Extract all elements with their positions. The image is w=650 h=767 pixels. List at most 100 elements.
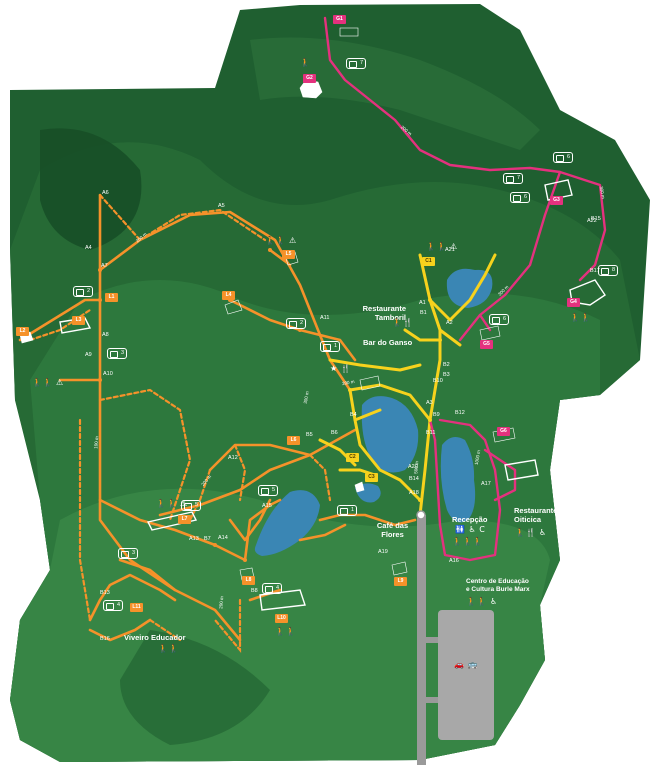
parking-connector bbox=[426, 637, 438, 703]
junction-dots bbox=[98, 248, 302, 562]
stop-tag[interactable]: 1 bbox=[320, 341, 340, 352]
trail-code: A19 bbox=[378, 549, 388, 555]
trail-code: A22 bbox=[587, 218, 597, 224]
yellow-dots bbox=[348, 298, 442, 502]
trail-code: B14 bbox=[409, 476, 419, 482]
oiticica-amenities: 🚶🍴 ♿ bbox=[515, 528, 547, 537]
trail-code: A1 bbox=[419, 300, 426, 306]
marker-c2[interactable]: C2 bbox=[346, 453, 359, 462]
trail-code: B8 bbox=[251, 588, 258, 594]
trail-code: B12 bbox=[455, 410, 465, 416]
trail-code: B16 bbox=[100, 636, 110, 642]
north-amenities: 🚶🚶 ⚠ bbox=[426, 242, 458, 251]
trail-code: B10 bbox=[433, 378, 443, 384]
trail-code: A4 bbox=[85, 245, 92, 251]
entrance-marker bbox=[416, 510, 426, 520]
stop-tag[interactable]: 5 bbox=[181, 500, 201, 511]
recepcao-amenities: 🚻 ♿ C bbox=[455, 525, 486, 534]
parking-icons: 🚗 🚌 bbox=[454, 660, 478, 669]
marker-g2[interactable]: G2 bbox=[303, 74, 316, 83]
stop-tag[interactable]: 4 bbox=[262, 583, 282, 594]
trail-code: B17 bbox=[590, 268, 600, 274]
stop-tag[interactable]: 7 bbox=[503, 173, 523, 184]
stop-tag[interactable]: 7 bbox=[346, 58, 366, 69]
terrain-band bbox=[250, 37, 540, 150]
trail-code: B15 bbox=[591, 216, 601, 222]
trail-code: A11 bbox=[320, 315, 330, 321]
trail-code: A2 bbox=[446, 320, 453, 326]
marker-c1[interactable]: C1 bbox=[422, 257, 435, 266]
marker-l2[interactable]: L2 bbox=[16, 327, 29, 336]
trail-code: A14 bbox=[218, 535, 228, 541]
stop-tag[interactable]: 1 bbox=[337, 505, 357, 516]
trail-code: B6 bbox=[331, 430, 338, 436]
marker-g1[interactable]: G1 bbox=[333, 15, 346, 24]
marker-l1[interactable]: L1 bbox=[105, 293, 118, 302]
marker-l4[interactable]: L4 bbox=[222, 291, 235, 300]
restaurante-oiticica-label: Restaurante Oiticica bbox=[514, 506, 558, 524]
marker-l9[interactable]: L9 bbox=[394, 577, 407, 586]
stop-tag[interactable]: 5 bbox=[258, 485, 278, 496]
terrain-band bbox=[120, 630, 270, 745]
trail-code: B5 bbox=[306, 432, 313, 438]
marker-l8[interactable]: L8 bbox=[242, 576, 255, 585]
marker-l7[interactable]: L7 bbox=[178, 515, 191, 524]
stop-tag[interactable]: 6 bbox=[510, 192, 530, 203]
stop-tag[interactable]: 3 bbox=[107, 348, 127, 359]
viveiro-amenities: 🚶🚶 bbox=[158, 644, 179, 653]
nw-amenities: 🚶🚶 ⚠ bbox=[265, 236, 297, 245]
marker-g4[interactable]: G4 bbox=[567, 298, 580, 307]
stop-tag[interactable]: 2 bbox=[286, 318, 306, 329]
marker-l11[interactable]: L11 bbox=[130, 603, 143, 612]
trail-code: A13 bbox=[189, 536, 199, 542]
orange-dashed-trails bbox=[28, 193, 332, 654]
park-icons: ★ 🍴 bbox=[330, 364, 352, 373]
trail-code: A10 bbox=[103, 371, 113, 377]
trail-code: B4 bbox=[350, 412, 357, 418]
lake-east bbox=[440, 436, 476, 523]
lake-central bbox=[361, 396, 419, 473]
stop-tag[interactable]: 6 bbox=[553, 152, 573, 163]
west-amenities: 🚶🚶 ⚠ bbox=[32, 378, 64, 387]
northeast-amenities: 🚶🚶 bbox=[570, 313, 591, 322]
trail-code: B3 bbox=[443, 372, 450, 378]
trail-code: A12 bbox=[228, 455, 238, 461]
stop-tag[interactable]: 2 bbox=[73, 286, 93, 297]
bottom-amenities: 🚶🚶 bbox=[275, 627, 296, 636]
trail-code: A20 bbox=[408, 464, 418, 470]
centro-amenities: 🚶🚶 ♿ bbox=[466, 597, 498, 606]
cafe-das-flores-label: Café das Flores bbox=[376, 521, 409, 539]
marker-c3[interactable]: C3 bbox=[365, 473, 378, 482]
trail-code: A8 bbox=[102, 332, 109, 338]
centro-educacao-label: Centro de Educação e Cultura Burle Marx bbox=[466, 578, 530, 593]
marker-g5[interactable]: G5 bbox=[480, 340, 493, 349]
trail-code: A18 bbox=[409, 490, 419, 496]
stop-tag[interactable]: 8 bbox=[598, 265, 618, 276]
bar-do-ganso-label: Bar do Ganso bbox=[363, 338, 413, 347]
marker-g3[interactable]: G3 bbox=[550, 196, 563, 205]
marker-l5[interactable]: L5 bbox=[282, 250, 295, 259]
terrain-band bbox=[40, 128, 142, 250]
stop-tag[interactable]: 3 bbox=[118, 548, 138, 559]
trail-code: A15 bbox=[262, 503, 272, 509]
trail-code: B11 bbox=[426, 430, 436, 436]
access-road bbox=[417, 515, 426, 765]
stop-tag[interactable]: 6 bbox=[489, 314, 509, 325]
trail-code: A21 bbox=[445, 247, 455, 253]
top-amenities: 🚶 bbox=[300, 58, 311, 67]
marker-l6[interactable]: L6 bbox=[287, 436, 300, 445]
trail-code: B9 bbox=[433, 412, 440, 418]
viveiro-educador-label: Viveiro Educador bbox=[124, 633, 186, 642]
trail-code: A3 bbox=[426, 400, 433, 406]
marker-l10[interactable]: L10 bbox=[275, 614, 288, 623]
marker-g6[interactable]: G6 bbox=[497, 427, 510, 436]
trail-code: B7 bbox=[204, 536, 211, 542]
stop-tag[interactable]: 4 bbox=[103, 600, 123, 611]
recepcao-people-icons: 🚶🚶🚶 bbox=[452, 537, 484, 546]
marker-l3[interactable]: L3 bbox=[72, 316, 85, 325]
restaurante-tamboril-label: Restaurante Tamboril bbox=[362, 304, 406, 322]
trail-code: A9 bbox=[85, 352, 92, 358]
buildings bbox=[19, 27, 606, 611]
trail-code: A7 bbox=[101, 263, 108, 269]
